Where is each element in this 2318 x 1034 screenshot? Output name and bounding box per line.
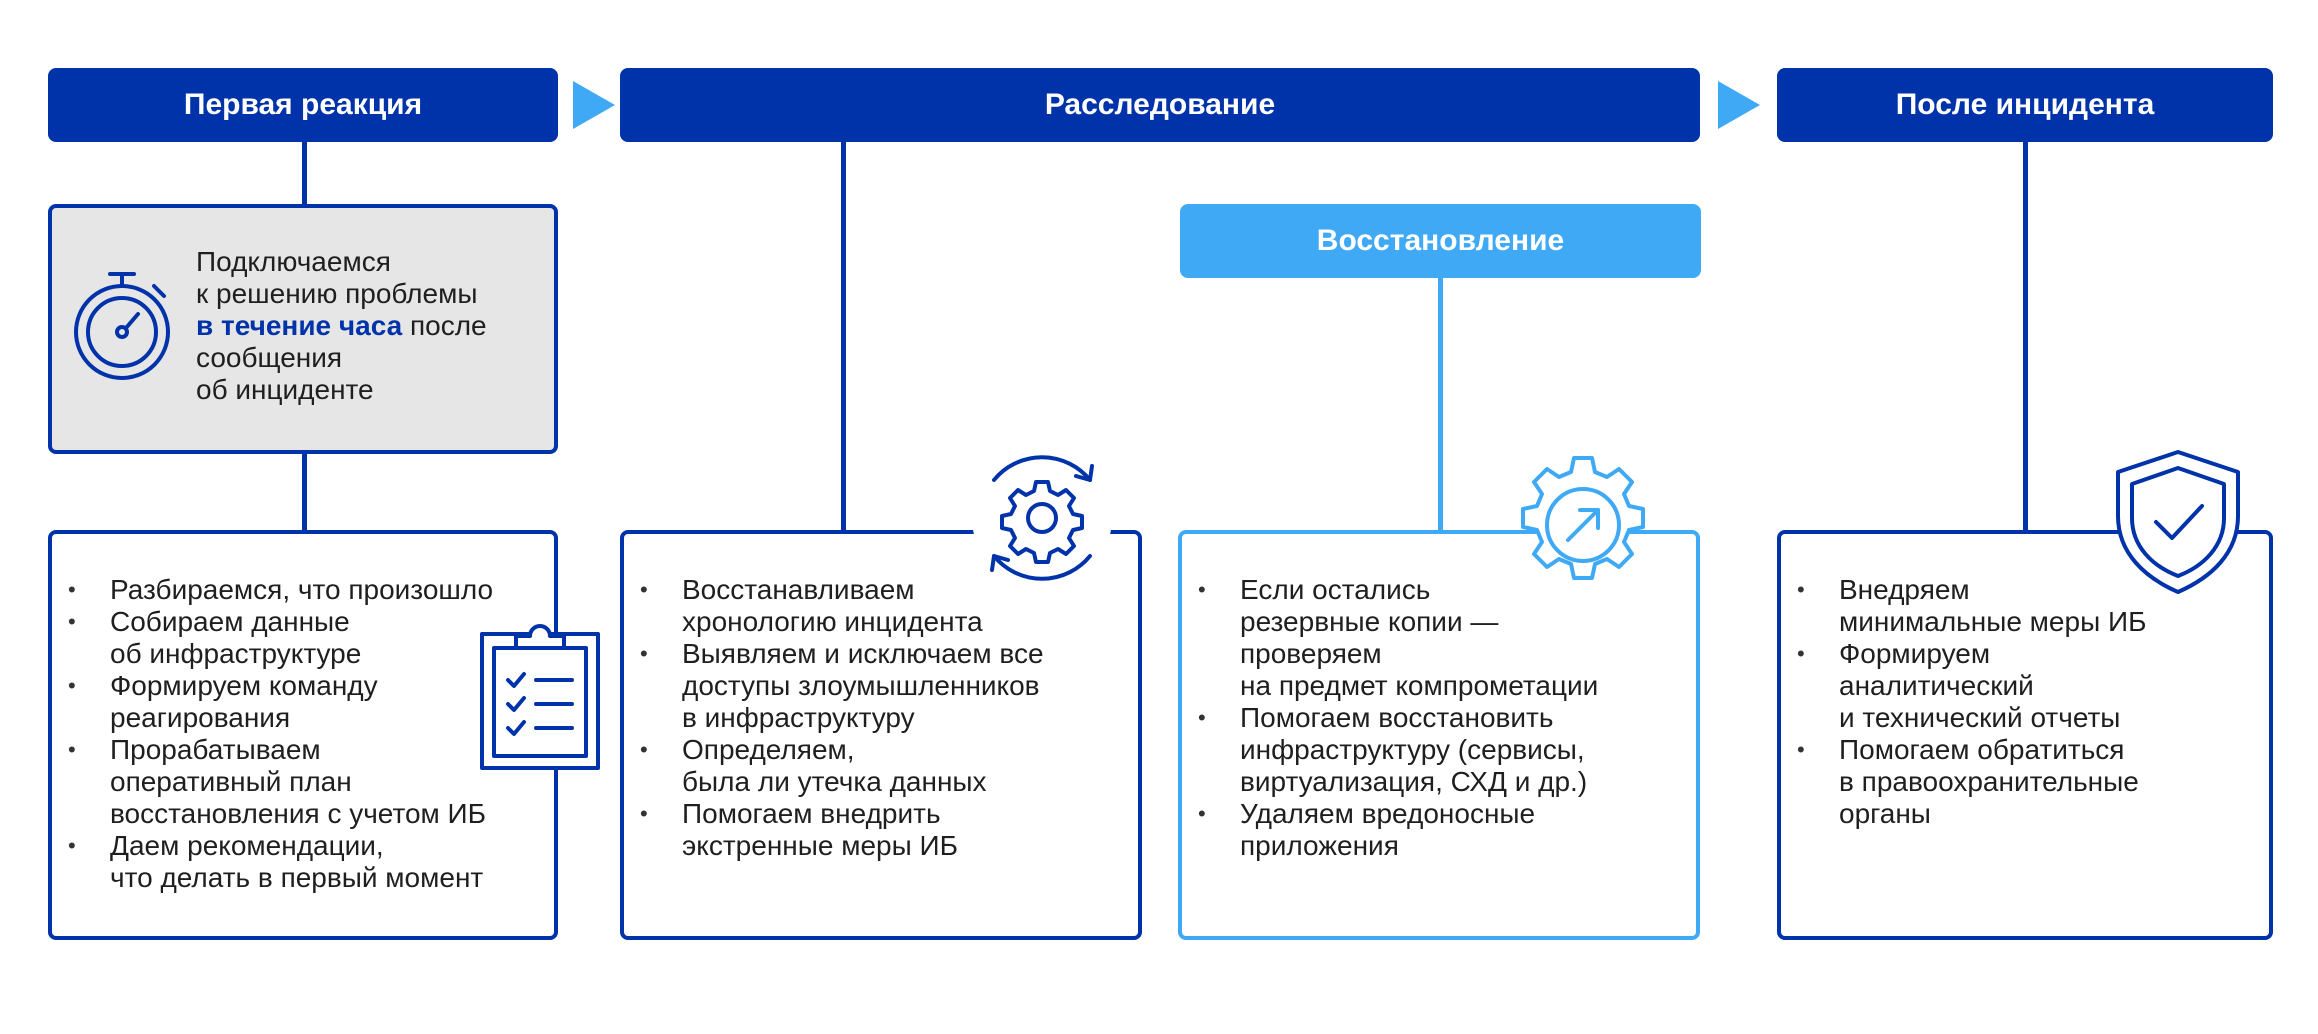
list-item: Формируем команду реагирования (52, 670, 493, 734)
header-recovery: Восстановление (1180, 204, 1701, 278)
connector-line (2023, 140, 2028, 532)
after-incident-list: Внедряем минимальные меры ИБ Формируем а… (1781, 574, 2146, 830)
investigation-list: Восстанавливаем хронологию инцидента Выя… (624, 574, 1044, 862)
list-item: Определяем, была ли утечка данных (624, 734, 1044, 798)
header-first-response: Первая реакция (48, 68, 558, 142)
header-investigation-label: Расследование (1044, 88, 1276, 121)
reaction-text-before: Подключаемся к решению проблемы (196, 246, 478, 309)
list-item: Собираем данные об инфраструктуре (52, 606, 493, 670)
list-item: Внедряем минимальные меры ИБ (1781, 574, 2146, 638)
list-item: Помогаем внедрить экстренные меры ИБ (624, 798, 1044, 862)
list-item: Восстанавливаем хронологию инцидента (624, 574, 1044, 638)
after-incident-card: Внедряем минимальные меры ИБ Формируем а… (1777, 530, 2273, 940)
arrow-right-icon (573, 81, 615, 129)
list-item: Помогаем восстановить инфраструктуру (се… (1182, 702, 1598, 798)
list-item: Выявляем и исключаем все доступы злоумыш… (624, 638, 1044, 734)
connector-line (302, 452, 307, 532)
header-recovery-label: Восстановление (1316, 224, 1565, 257)
gear-arrow-icon (1521, 456, 1645, 580)
connector-line (1438, 276, 1443, 532)
list-item: Прорабатываем оперативный план восстанов… (52, 734, 493, 830)
checklist-clipboard-icon (480, 624, 600, 770)
recovery-list: Если остались резервные копии — проверяе… (1182, 574, 1598, 862)
header-first-response-label: Первая реакция (183, 88, 423, 121)
reaction-time-card: Подключаемся к решению проблемы в течени… (48, 204, 558, 454)
list-item: Разбираемся, что произошло (52, 574, 493, 606)
reaction-text: Подключаемся к решению проблемы в течени… (196, 246, 487, 406)
stopwatch-icon (74, 272, 170, 380)
list-item: Формируем аналитический и технический от… (1781, 638, 2146, 734)
list-item: Удаляем вредоносные приложения (1182, 798, 1598, 862)
list-item: Помогаем обратиться в правоохранительные… (1781, 734, 2146, 830)
reaction-text-after: после сообщения об инциденте (196, 310, 487, 405)
header-after-incident-label: После инцидента (1895, 88, 2155, 121)
gear-cycle-icon (972, 448, 1112, 588)
shield-check-icon (2116, 450, 2240, 594)
reaction-text-highlight: в течение часа (196, 310, 403, 341)
first-response-list: Разбираемся, что произошло Собираем данн… (52, 574, 493, 894)
list-item: Даем рекомендации, что делать в первый м… (52, 830, 493, 894)
first-response-card: Разбираемся, что произошло Собираем данн… (48, 530, 558, 940)
investigation-card: Восстанавливаем хронологию инцидента Выя… (620, 530, 1142, 940)
recovery-card: Если остались резервные копии — проверяе… (1178, 530, 1700, 940)
connector-line (302, 140, 307, 206)
header-investigation: Расследование (620, 68, 1700, 142)
arrow-right-icon (1718, 81, 1760, 129)
connector-line (841, 140, 846, 532)
header-after-incident: После инцидента (1777, 68, 2273, 142)
list-item: Если остались резервные копии — проверяе… (1182, 574, 1598, 702)
